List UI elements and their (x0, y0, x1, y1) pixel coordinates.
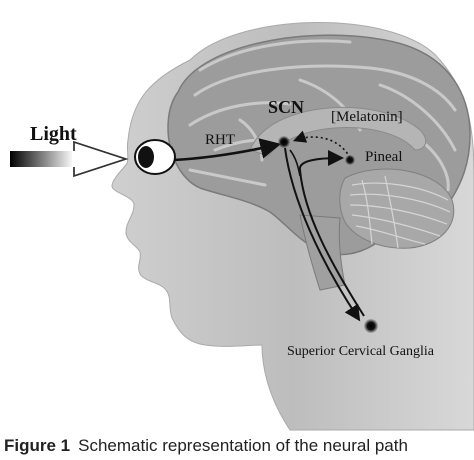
scn-nucleus (278, 136, 290, 148)
pineal-gland (345, 155, 355, 165)
melatonin-label: [Melatonin] (331, 109, 403, 125)
scn-label: SCN (268, 97, 304, 117)
light-arrow (10, 140, 129, 178)
scn-connector (289, 149, 301, 177)
pineal-label: Pineal (365, 149, 403, 165)
ganglia-to-pineal-arrow (298, 150, 365, 317)
light-label: Light (30, 123, 77, 145)
rht-pathway-arrow (173, 138, 282, 162)
corpus-callosum (249, 107, 427, 157)
ganglia-dot (364, 319, 378, 333)
eye (134, 139, 176, 175)
melatonin-feedback-arrow (292, 130, 351, 159)
ganglia-label: Superior Cervical Ganglia (287, 344, 435, 359)
figure-caption: Figure 1 Schematic representation of the … (4, 436, 474, 460)
rht-label: RHT (205, 132, 235, 148)
cerebellum (339, 168, 455, 249)
caption-label: Figure 1 (4, 436, 71, 455)
scn-to-ganglia-arrow (284, 147, 361, 322)
caption-text: Schematic representation of the neural p… (78, 436, 408, 455)
